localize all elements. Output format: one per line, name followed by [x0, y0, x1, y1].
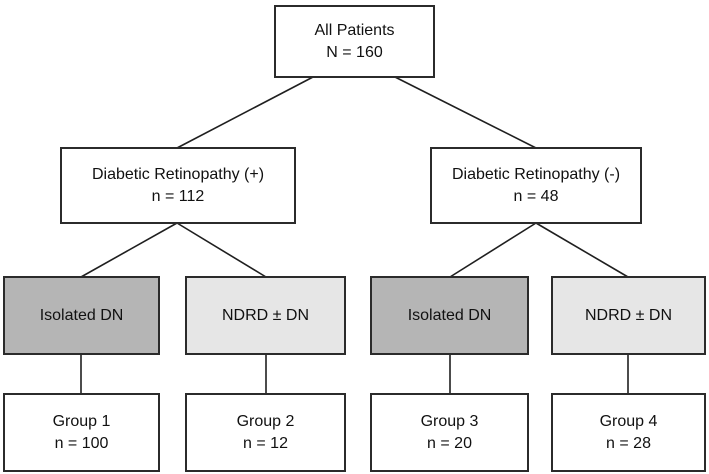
- node-label: NDRD ± DN: [222, 306, 309, 324]
- edge-drneg-to-iso2: [449, 222, 537, 278]
- node-group-2: Group 2 n = 12: [185, 393, 346, 472]
- node-label: Diabetic Retinopathy (-): [451, 165, 621, 183]
- node-label: Group 1: [52, 412, 111, 430]
- node-ndrd-dn-left: NDRD ± DN: [185, 276, 346, 355]
- node-label: Group 3: [420, 412, 479, 430]
- edge-all-to-drpos: [176, 76, 314, 149]
- node-diabetic-retinopathy-positive: Diabetic Retinopathy (+) n = 112: [60, 147, 296, 224]
- node-group-3: Group 3 n = 20: [370, 393, 529, 472]
- node-count: n = 48: [513, 187, 559, 205]
- node-label: Group 2: [236, 412, 295, 430]
- node-ndrd-dn-right: NDRD ± DN: [551, 276, 706, 355]
- node-label: Isolated DN: [407, 306, 492, 324]
- node-count: n = 20: [427, 434, 472, 452]
- edge-drpos-to-ndrd1: [176, 222, 267, 278]
- edge-all-to-drneg: [394, 76, 537, 149]
- node-isolated-dn-left: Isolated DN: [3, 276, 160, 355]
- node-label: All Patients: [314, 21, 395, 39]
- node-diabetic-retinopathy-negative: Diabetic Retinopathy (-) n = 48: [430, 147, 642, 224]
- edge-drneg-to-ndrd2: [535, 222, 629, 278]
- node-count: N = 160: [326, 43, 383, 61]
- node-group-4: Group 4 n = 28: [551, 393, 706, 472]
- edge-drpos-to-iso1: [80, 222, 178, 278]
- node-label: Diabetic Retinopathy (+): [91, 165, 265, 183]
- node-label: Isolated DN: [39, 306, 124, 324]
- node-count: n = 28: [606, 434, 651, 452]
- node-isolated-dn-right: Isolated DN: [370, 276, 529, 355]
- node-all-patients: All Patients N = 160: [274, 5, 435, 78]
- node-count: n = 12: [243, 434, 288, 452]
- node-group-1: Group 1 n = 100: [3, 393, 160, 472]
- node-count: n = 100: [54, 434, 109, 452]
- node-label: NDRD ± DN: [585, 306, 672, 324]
- node-count: n = 112: [151, 187, 205, 205]
- node-label: Group 4: [599, 412, 658, 430]
